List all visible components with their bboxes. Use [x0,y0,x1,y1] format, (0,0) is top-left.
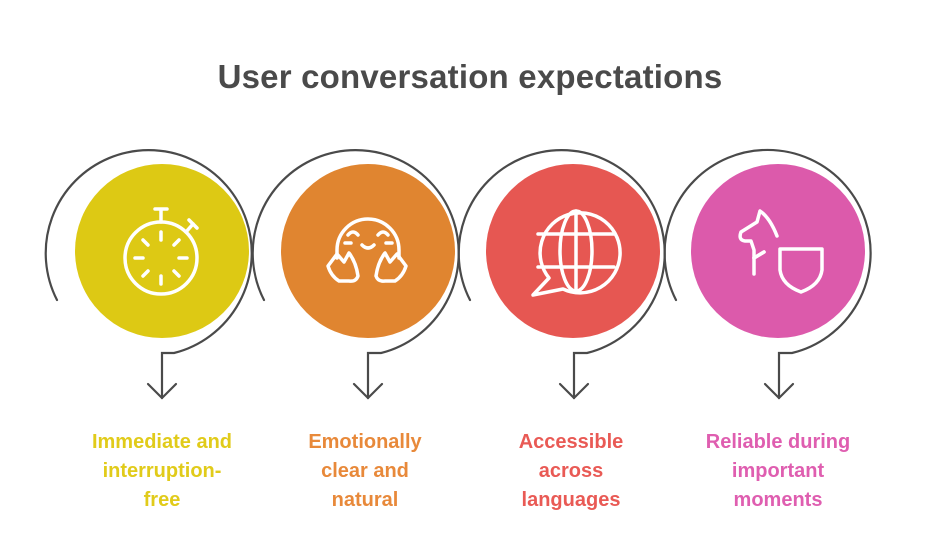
globe-chat-icon [531,209,622,297]
connector-arc-3 [457,149,666,400]
step-label-3: Accessible across languages [476,428,666,515]
step-label-2-line-2: clear and [321,460,409,482]
diagram-title: User conversation expectations [217,58,723,95]
dog-shield-icon [738,209,824,294]
step-label-3-line-3: languages [521,489,621,511]
stopwatch-icon [123,207,199,296]
step-label-2-line-3: natural [331,489,399,511]
hugging-face-icon [326,217,408,283]
step-label-2: Emotionally clear and natural [270,428,460,515]
step-label-4-line-1: Reliable during [705,431,851,453]
connector-arc-4 [663,148,872,400]
step-label-3-line-1: Accessible [518,431,624,453]
connector-arc-1 [44,149,253,400]
step-label-1-line-2: interruption- [102,460,222,482]
step-circle-4 [691,164,865,338]
step-label-1-line-3: free [143,489,181,511]
step-label-1: Immediate and interruption- free [67,428,257,515]
connector-paths [44,148,872,400]
step-label-4-line-3: moments [733,489,823,511]
step-circle-2 [281,164,455,338]
step-label-3-line-2: across [538,460,604,482]
arrow-head-2 [352,382,384,400]
step-label-1-line-1: Immediate and [91,431,233,453]
step-label-2-line-1: Emotionally [308,431,422,453]
step-label-4: Reliable during important moments [683,428,873,515]
arrow-head-1 [146,382,178,400]
arrow-head-4 [763,382,795,400]
step-circle-3 [486,164,660,338]
connector-arc-2 [251,149,460,400]
step-circle-1 [75,164,249,338]
step-label-4-line-2: important [731,460,825,482]
arrow-head-3 [558,382,590,400]
